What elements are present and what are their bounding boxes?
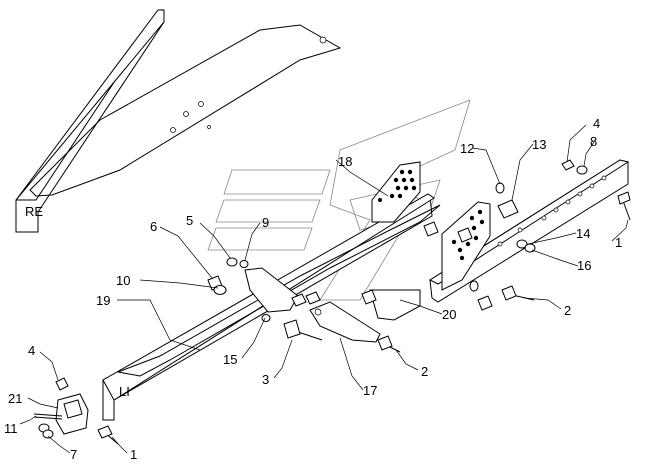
callout-2-right: 2 — [564, 303, 571, 318]
callout-15: 15 — [223, 352, 237, 367]
left-mounting-plate — [371, 161, 421, 223]
right-mounting-plate — [369, 201, 491, 321]
callout-10: 10 — [116, 273, 130, 288]
callout-20: 20 — [442, 307, 456, 322]
callout-17: 17 — [363, 383, 377, 398]
callout-6: 6 — [150, 219, 157, 234]
callout-7: 7 — [70, 447, 77, 462]
callout-13: 13 — [532, 137, 546, 152]
callout-3: 3 — [262, 372, 269, 387]
callout-leaders — [19, 124, 629, 454]
callout-1-top: 1 — [615, 235, 622, 250]
callout-11: 11 — [4, 421, 18, 436]
side-label-right: RE — [25, 204, 43, 219]
callout-1-bottom: 1 — [130, 447, 137, 462]
callout-4-top: 4 — [593, 116, 600, 131]
callout-14: 14 — [576, 226, 590, 241]
callout-labels: 1 1 2 2 3 4 4 5 6 7 8 9 10 11 12 13 14 1… — [4, 116, 622, 462]
callout-8: 8 — [590, 134, 597, 149]
callout-9: 9 — [262, 215, 269, 230]
right-frame-rail — [15, 8, 342, 233]
callout-2-middle: 2 — [421, 364, 428, 379]
callout-19: 19 — [96, 293, 110, 308]
callout-5: 5 — [186, 213, 193, 228]
callout-12: 12 — [460, 141, 474, 156]
cross-strut — [244, 267, 381, 343]
callout-4-bottom: 4 — [28, 343, 35, 358]
hitch-bracket — [33, 393, 89, 439]
callout-16: 16 — [577, 258, 591, 273]
callout-21: 21 — [8, 391, 22, 406]
callout-18: 18 — [338, 154, 352, 169]
side-label-left: LI — [119, 384, 130, 399]
fasteners — [55, 159, 631, 445]
